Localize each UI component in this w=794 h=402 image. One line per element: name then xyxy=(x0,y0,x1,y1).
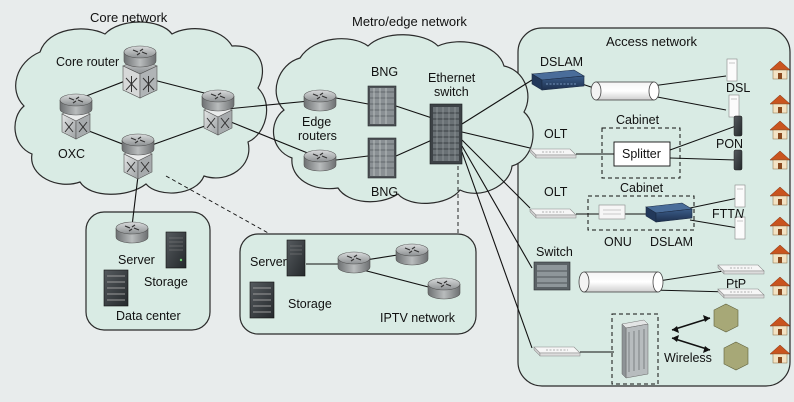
olt1-label: OLT xyxy=(544,127,568,141)
base-station-icon xyxy=(621,319,649,379)
access-network-title: Access network xyxy=(606,34,698,49)
ethernet-switch-icon xyxy=(429,103,463,165)
router-left-icon xyxy=(59,93,93,116)
router-right-icon xyxy=(201,89,235,112)
bng-bottom-label: BNG xyxy=(371,185,398,199)
iptv-router-top-icon xyxy=(395,243,429,266)
bng-top-label: BNG xyxy=(371,65,398,79)
edge-routers-label-line2: routers xyxy=(298,129,337,143)
data-center-label: Data center xyxy=(116,309,181,323)
pon-onu-bottom-icon xyxy=(733,149,743,171)
iptv-storage-label: Storage xyxy=(288,297,332,311)
fttn-label: FTTN xyxy=(712,207,745,221)
iptv-router-bottom-icon xyxy=(427,277,461,300)
iptv-router-center-icon xyxy=(337,251,371,274)
iptv-server-icon xyxy=(286,239,306,277)
bng-top-icon xyxy=(367,85,397,127)
edge-router-bottom-icon xyxy=(303,149,337,172)
dslam-icon xyxy=(531,69,585,91)
iptv-network-label: IPTV network xyxy=(380,311,456,325)
dslam2-label: DSLAM xyxy=(650,235,693,249)
bng-bottom-icon xyxy=(367,137,397,179)
ptp-label: PtP xyxy=(726,277,746,291)
core-router-label: Core router xyxy=(56,55,119,69)
pon-onu-top-icon xyxy=(733,115,743,137)
dc-storage-label: Storage xyxy=(144,275,188,289)
core-network-cloud xyxy=(14,21,268,195)
switch-label: Switch xyxy=(536,245,573,259)
olt2-label: OLT xyxy=(544,185,568,199)
oxc-label: OXC xyxy=(58,147,85,161)
ethernet-switch-label-line1: Ethernet xyxy=(428,71,476,85)
dslam-label: DSLAM xyxy=(540,55,583,69)
fttn-suffix: N xyxy=(735,207,745,221)
antenna-bottom-icon xyxy=(723,341,749,371)
wireless-uplink-device-icon xyxy=(533,346,581,357)
cabinet2-label: Cabinet xyxy=(620,181,664,195)
ptp-device-top-icon xyxy=(717,264,765,275)
edge-router-top-icon xyxy=(303,89,337,112)
dc-server-label: Server xyxy=(118,253,155,267)
metro-network-title: Metro/edge network xyxy=(352,14,467,29)
cabinet1-label: Cabinet xyxy=(616,113,660,127)
core-router-icon xyxy=(123,45,157,68)
wireless-label: Wireless xyxy=(664,351,712,365)
dc-router-icon xyxy=(115,221,149,244)
dsl-modem-bottom-icon xyxy=(728,94,740,118)
dsl-modem-top-icon xyxy=(726,58,738,82)
core-to-iptv-dashed-link xyxy=(165,175,271,235)
cabinet-pon-box xyxy=(601,127,681,179)
iptv-storage-icon xyxy=(249,281,275,319)
metro-links xyxy=(335,97,433,161)
base-station-box xyxy=(611,313,659,385)
dslam-fttn-icon xyxy=(645,202,693,223)
access-links xyxy=(569,75,739,353)
splitter-label: Splitter xyxy=(622,147,661,161)
dsl-cable-icon xyxy=(590,81,660,101)
ptp-cable-icon xyxy=(578,271,664,293)
wireless-arrows-icon xyxy=(671,315,711,353)
metro-network-cloud xyxy=(272,34,534,204)
olt-pon-icon xyxy=(529,148,577,159)
fttn-modem-top-icon xyxy=(734,184,746,208)
iptv-server-label: Server xyxy=(250,255,287,269)
cabinet-fttn-box xyxy=(587,195,695,231)
antenna-top-icon xyxy=(713,303,739,333)
ethernet-switch-label-line2: switch xyxy=(434,85,469,99)
router-bottom-icon xyxy=(121,133,155,156)
onu-icon xyxy=(598,204,626,220)
fttn-prefix: FTT xyxy=(712,207,735,221)
olt-fttn-icon xyxy=(529,208,577,219)
edge-routers-label-line1: Edge xyxy=(302,115,331,129)
dc-storage-icon xyxy=(103,269,129,307)
access-uplinks xyxy=(461,79,533,349)
dsl-label: DSL xyxy=(726,81,750,95)
access-switch-icon xyxy=(533,261,571,291)
onu-label: ONU xyxy=(604,235,632,249)
splitter-box xyxy=(613,141,671,167)
core-network-title: Core network xyxy=(90,10,168,25)
dc-server-icon xyxy=(165,231,187,269)
pon-label: PON xyxy=(716,137,743,151)
